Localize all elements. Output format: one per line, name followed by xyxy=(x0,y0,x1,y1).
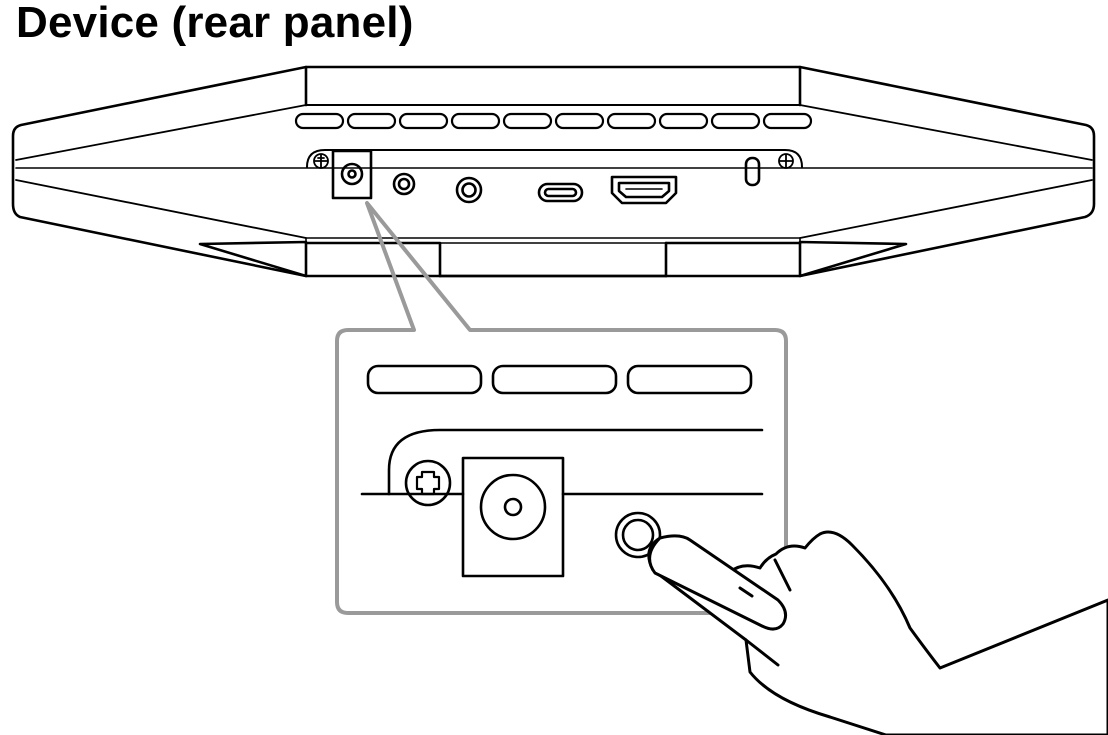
enlarged-grille xyxy=(366,364,753,395)
screw-icon xyxy=(404,459,452,507)
screw-icon xyxy=(313,153,794,169)
audio-jack-icon xyxy=(392,172,483,204)
page-title: Device (rear panel) xyxy=(16,0,414,47)
dc-power-jack-icon xyxy=(461,456,565,578)
security-slot-icon xyxy=(744,156,761,187)
hdmi-port-icon xyxy=(610,175,678,205)
zoom-callout xyxy=(335,201,788,615)
usb-c-port-icon xyxy=(537,182,584,203)
reset-button-icon xyxy=(614,511,662,559)
dc-power-jack-icon xyxy=(331,149,373,200)
finger-press-icon xyxy=(647,530,1108,735)
device-body xyxy=(11,65,1096,278)
speaker-grille xyxy=(294,112,813,130)
